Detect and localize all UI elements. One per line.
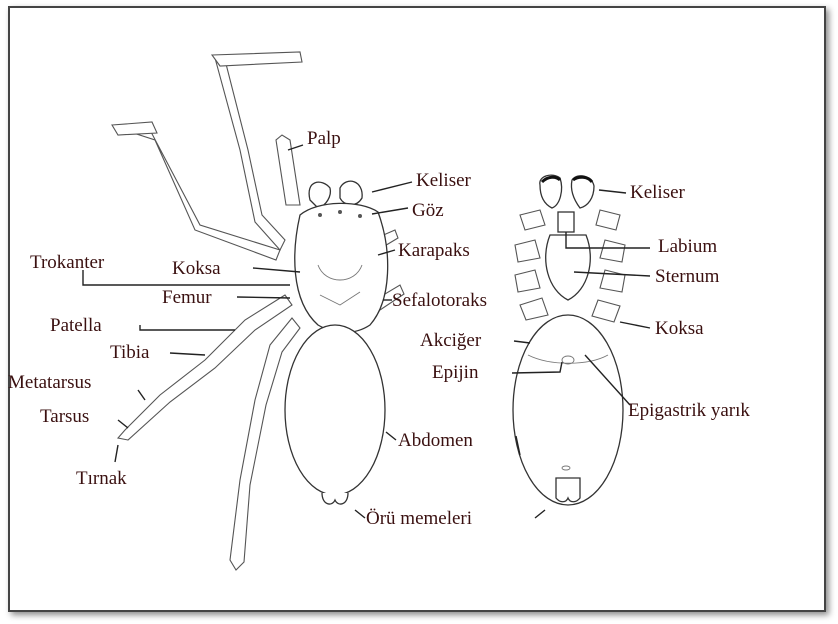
label-goz: Göz (412, 200, 444, 221)
label-tirnak: Tırnak (76, 468, 127, 489)
label-sternum: Sternum (655, 266, 720, 287)
ventral-spider-drawing (513, 175, 625, 505)
label-femur: Femur (162, 287, 212, 308)
label-patella: Patella (50, 315, 102, 336)
label-trokanter: Trokanter (30, 252, 105, 273)
label-karapaks: Karapaks (398, 240, 470, 261)
label-palp: Palp (307, 128, 341, 149)
labels: Palp Keliser Göz Karapaks Trokanter Koks… (8, 128, 750, 529)
label-tibia: Tibia (110, 342, 150, 363)
label-tarsus: Tarsus (40, 406, 89, 427)
label-koksa-right: Koksa (655, 318, 704, 339)
label-sefalotoraks: Sefalotoraks (392, 290, 487, 311)
label-abdomen: Abdomen (398, 430, 473, 451)
label-akciger: Akciğer (420, 330, 482, 351)
label-koksa-left: Koksa (172, 258, 221, 279)
dorsal-spider-drawing (112, 52, 404, 570)
label-metatarsus: Metatarsus (8, 372, 91, 393)
label-keliser-left: Keliser (416, 170, 472, 191)
label-epijin: Epijin (432, 362, 479, 383)
label-oru-memeleri: Örü memeleri (366, 508, 472, 529)
label-epigastrik-yarik: Epigastrik yarık (628, 400, 750, 421)
label-labium: Labium (658, 236, 717, 257)
label-keliser-right: Keliser (630, 182, 686, 203)
